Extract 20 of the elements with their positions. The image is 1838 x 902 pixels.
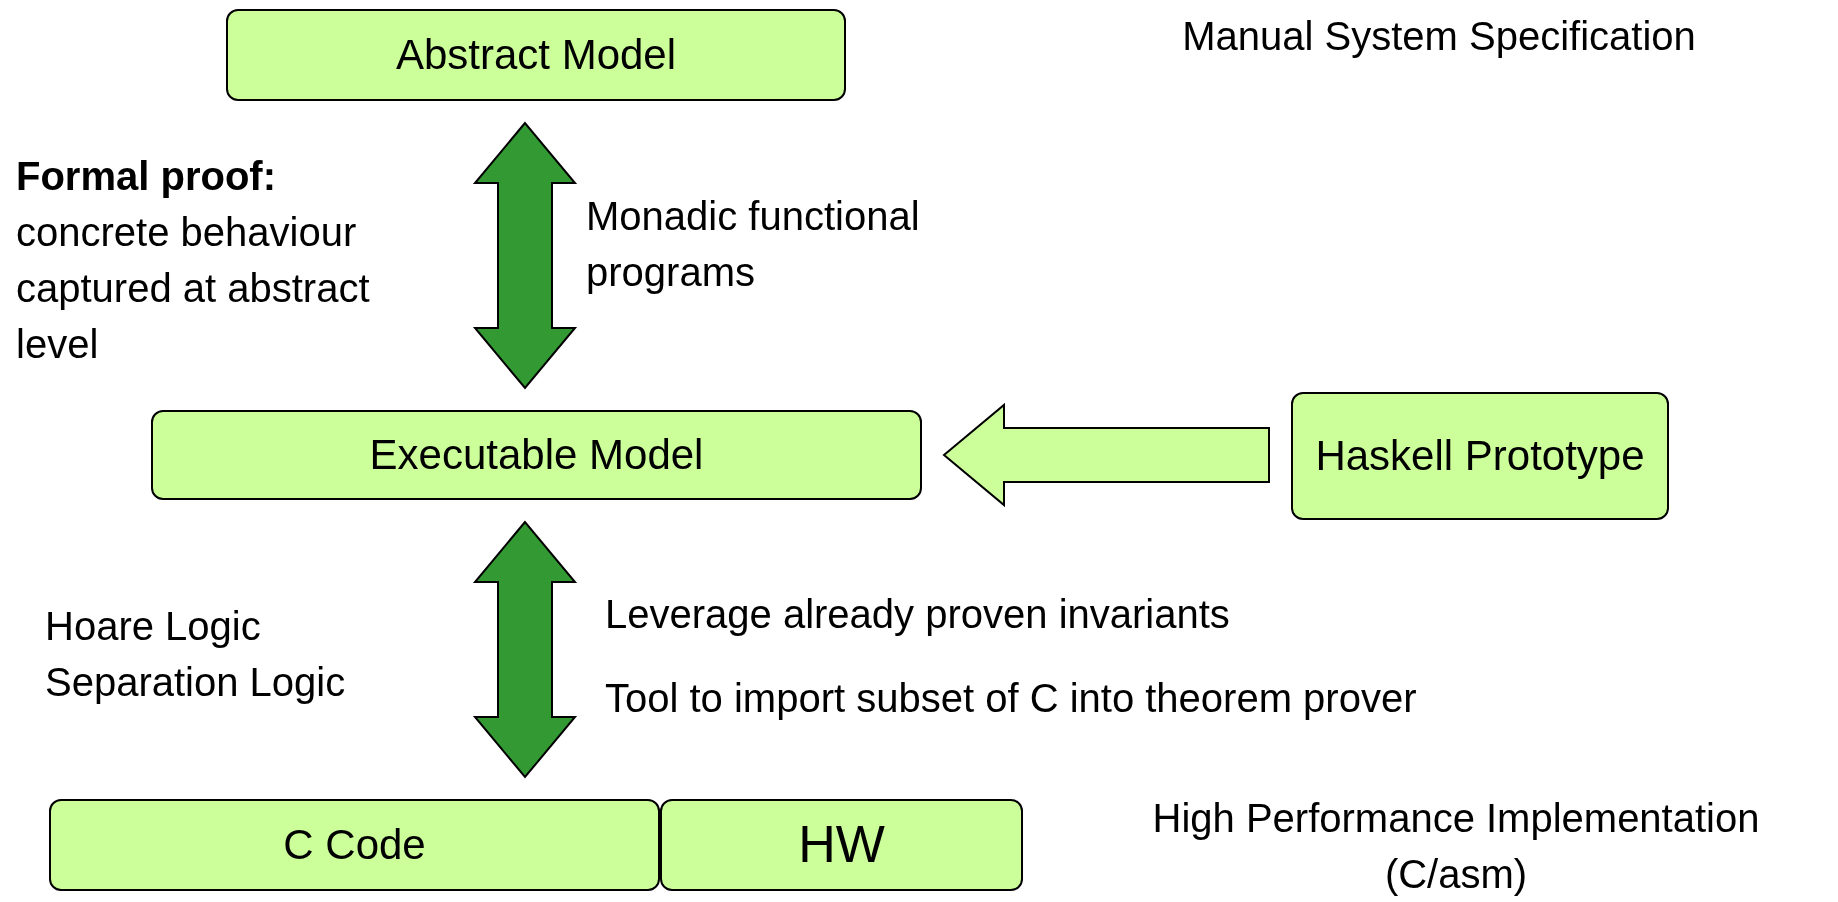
box-label: Executable Model xyxy=(369,430,704,480)
note-text: Tool to import subset of C into theorem prover xyxy=(605,675,1418,722)
box-label: HW xyxy=(798,815,885,875)
note-text: Formal proof: concrete behaviour captured at abstract level xyxy=(16,153,371,368)
box-label: Abstract Model xyxy=(395,30,677,80)
note-text: Monadic functional programs xyxy=(586,193,921,296)
heading: High Performance Implementation (C/asm) xyxy=(1151,795,1761,898)
note-text: Hoare Logic Separation Logic xyxy=(45,603,347,706)
block-arrow xyxy=(472,520,578,779)
box-label: Haskell Prototype xyxy=(1315,431,1645,481)
note-text: Leverage already proven invariants xyxy=(605,591,1231,638)
model-box xyxy=(151,410,922,500)
model-box xyxy=(660,799,1023,891)
box-label: C Code xyxy=(283,820,426,870)
model-box xyxy=(1291,392,1669,520)
heading: Manual System Specification xyxy=(1181,13,1697,60)
model-box xyxy=(49,799,660,891)
block-arrow xyxy=(942,402,1270,508)
block-arrow xyxy=(472,121,578,390)
model-box xyxy=(226,9,846,101)
